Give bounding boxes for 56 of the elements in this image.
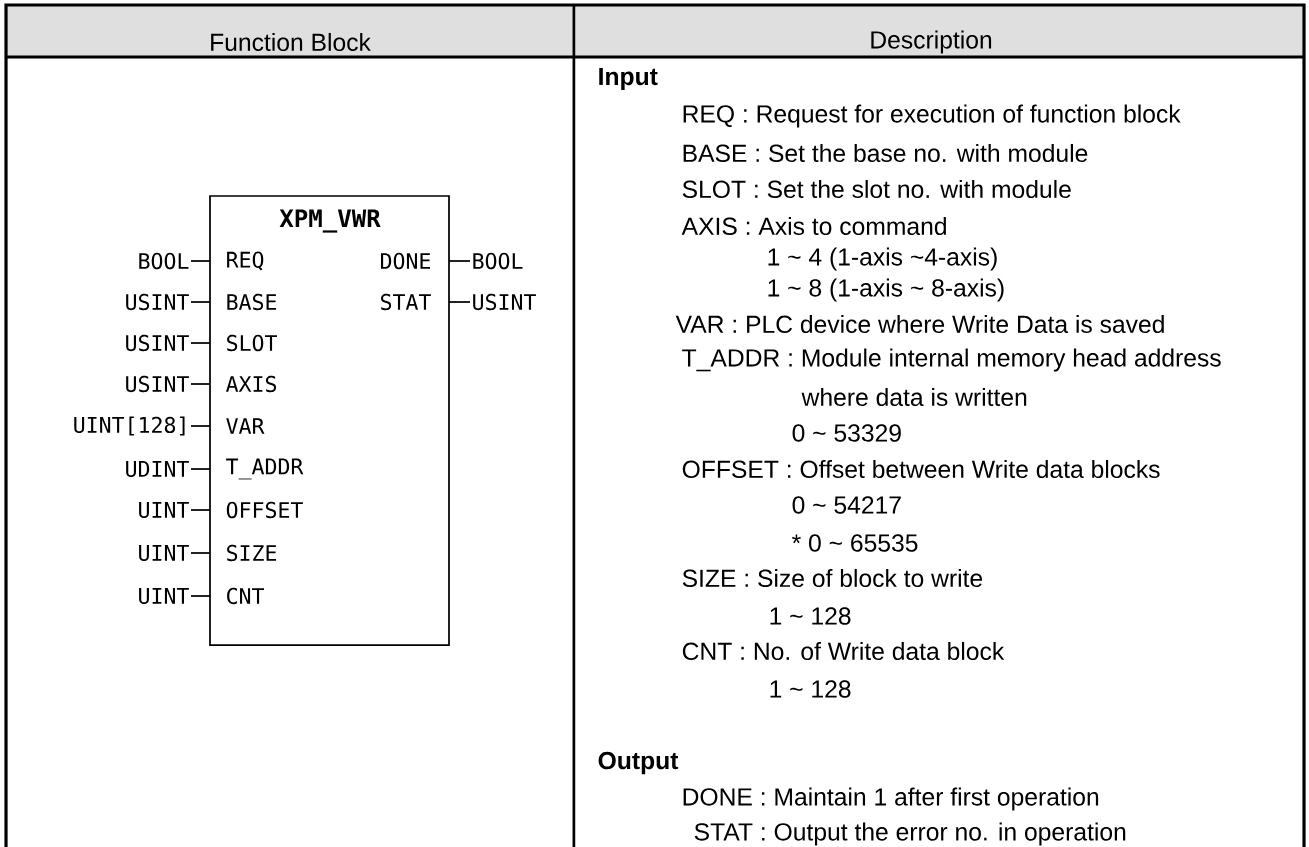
pin-name: AXIS — [226, 375, 277, 393]
pin-name: OFFSET — [226, 501, 303, 519]
data-type: USINT — [126, 293, 189, 311]
pin-name: SIZE — [227, 544, 277, 562]
description-text: 0 ~ 53329 — [792, 424, 901, 442]
data-type: BOOL — [473, 252, 523, 270]
description-text: where data is written — [801, 387, 1027, 407]
pin-line — [190, 383, 211, 385]
pin-name: DONE — [381, 252, 431, 270]
description-text: 1 ~ 8 (1-axis ~ 8-axis) — [768, 278, 1004, 302]
description-text: CNT : No. of Write data block — [682, 641, 1005, 661]
description-text: 1 ~ 128 — [770, 607, 851, 625]
pin-line — [190, 260, 211, 262]
data-type: BOOL — [139, 252, 189, 270]
data-type: USINT — [473, 293, 536, 311]
pin-name: SLOT — [227, 334, 277, 352]
column-header: Description — [871, 30, 992, 54]
data-type: USINT — [126, 334, 189, 352]
description-text: 1 ~ 4 (1-axis ~4-axis) — [768, 247, 997, 271]
description-text: SLOT : Set the slot no. with module — [682, 179, 1071, 199]
pin-line — [190, 342, 211, 344]
description-text: VAR : PLC device where Write Data is saved — [675, 314, 1164, 334]
data-type: USINT — [126, 375, 189, 393]
description-text: 0 ~ 54217 — [792, 496, 901, 514]
description-text: AXIS : Axis to command — [681, 216, 946, 236]
description-text: 1 ~ 128 — [770, 680, 851, 698]
pin-name: CNT — [227, 587, 264, 605]
section-heading: Input — [599, 67, 658, 91]
description-text: BASE : Set the base no. with module — [683, 143, 1088, 163]
pin-line — [190, 595, 211, 597]
pin-name: BASE — [227, 293, 277, 311]
description-text: T_ADDR : Module internal memory head address — [682, 348, 1221, 372]
pin-line — [190, 509, 211, 511]
data-type: UDINT — [126, 461, 189, 477]
description-text: STAT : Output the error no. in operation — [694, 822, 1126, 846]
data-type: UINT — [139, 545, 189, 561]
pin-line — [190, 552, 211, 554]
pin-name: STAT — [381, 293, 431, 311]
description-text: SIZE : Size of block to write — [682, 568, 983, 588]
pin-line — [190, 468, 211, 470]
pin-name: REQ — [227, 251, 264, 271]
description-text: * 0 ~ 65535 — [792, 534, 918, 552]
pin-line — [448, 301, 471, 303]
section-heading: Output — [598, 751, 679, 775]
data-type: UINT — [139, 588, 189, 604]
pin-name: T_ADDR — [226, 458, 304, 480]
pin-line — [190, 425, 211, 427]
pin-line — [190, 301, 211, 303]
description-text: REQ : Request for execution of function block — [683, 104, 1181, 128]
pin-line — [448, 260, 471, 262]
description-text: DONE : Maintain 1 after first operation — [683, 787, 1099, 811]
data-type: UINT[128] — [74, 416, 185, 436]
description-text: OFFSET : Offset between Write data blocks — [682, 459, 1160, 479]
pin-name: VAR — [226, 418, 265, 434]
data-type: UINT — [139, 502, 189, 518]
column-header: Function Block — [211, 32, 371, 52]
